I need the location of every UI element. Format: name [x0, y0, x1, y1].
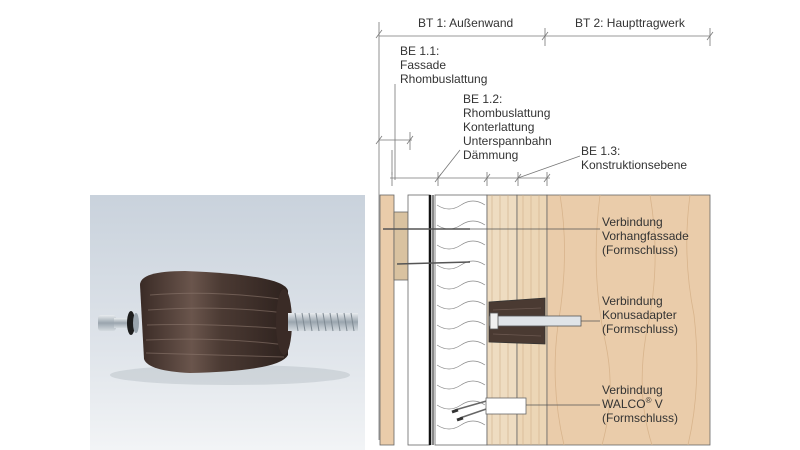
callout-walco: Verbindung WALCO® V (Formschluss): [602, 383, 678, 425]
callout-title: Verbindung: [602, 215, 663, 229]
be13-label: BE 1.3: Konstruktionsebene: [581, 144, 687, 172]
be11-line: Fassade: [400, 58, 447, 72]
callout-konusadapter: Verbindung Konusadapter (Formschluss): [602, 294, 678, 336]
be11-label: BE 1.1: Fassade Rhombuslattung: [400, 44, 487, 86]
callout-line: WALCO® V: [602, 396, 678, 412]
callout-line: (Formschluss): [602, 243, 679, 257]
be12-label: BE 1.2: Rhombuslattung Konterlattung Unt…: [463, 92, 552, 162]
wall-layers: [379, 194, 711, 446]
callout-line: (Formschluss): [602, 322, 679, 336]
callout-vorhangfassade: Verbindung Vorhangfassade (Formschluss): [602, 215, 689, 257]
callout-line: Vorhangfassade: [602, 229, 689, 243]
walco-name: WALCO: [602, 397, 646, 411]
be12-line: Konterlattung: [463, 120, 535, 134]
bt1-label: BT 1: Außenwand: [418, 16, 514, 30]
be11-title: BE 1.1:: [400, 44, 440, 58]
bt2-label: BT 2: Haupttragwerk: [575, 16, 685, 30]
be12-line: Rhombuslattung: [463, 106, 551, 120]
dimension-lines: [375, 22, 714, 440]
callout-line: Konusadapter: [602, 308, 677, 322]
registered-mark: ®: [645, 396, 652, 405]
callout-title: Verbindung: [602, 383, 663, 397]
conus-adapter-photo: [90, 195, 365, 450]
be12-line: Unterspannbahn: [463, 134, 552, 148]
be13-line: Konstruktionsebene: [581, 158, 688, 172]
be11-line: Rhombuslattung: [400, 72, 488, 86]
callout-title: Verbindung: [602, 294, 663, 308]
be12-title: BE 1.2:: [463, 92, 503, 106]
callout-line: (Formschluss): [602, 411, 679, 425]
walco-suffix: V: [651, 397, 663, 411]
be12-line: Dämmung: [463, 148, 519, 162]
be13-title: BE 1.3:: [581, 144, 621, 158]
